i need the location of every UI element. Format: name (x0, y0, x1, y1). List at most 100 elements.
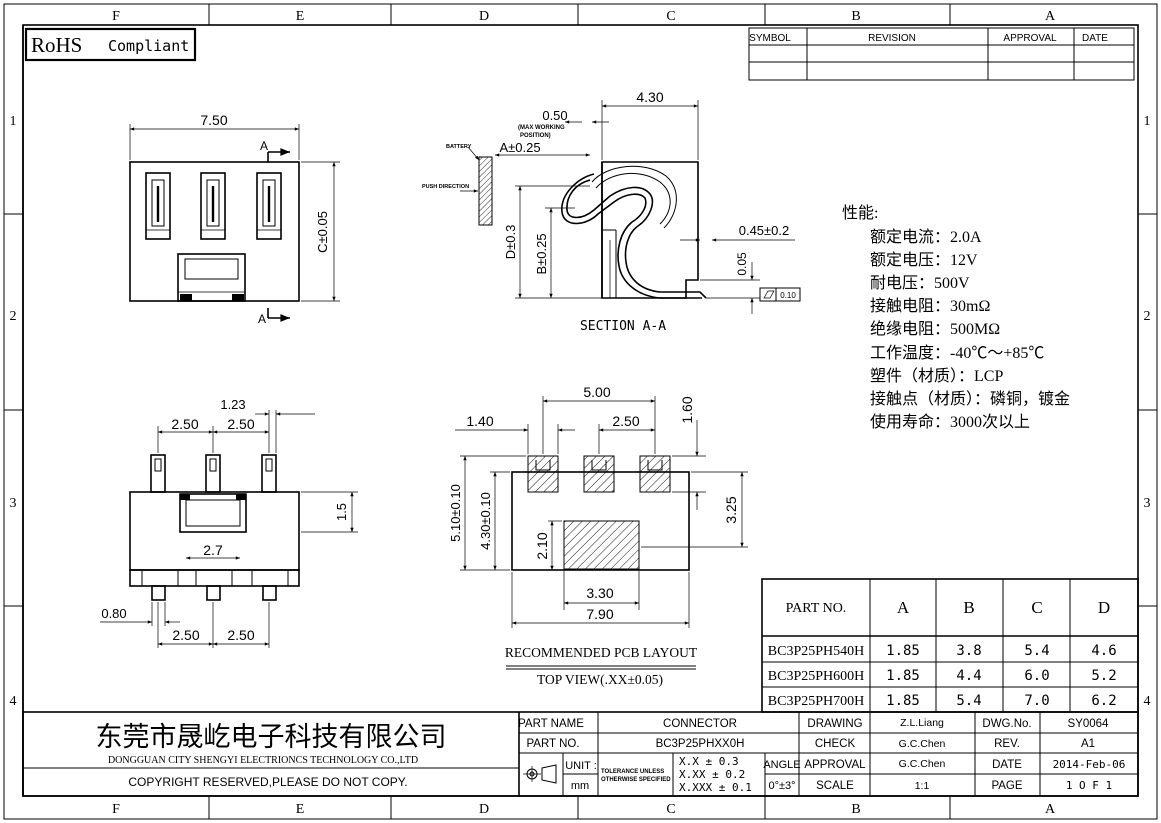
part-table-cell: 7.0 (1024, 693, 1049, 709)
zone-col-top: A (1045, 9, 1056, 24)
part-table-header: C (1031, 598, 1042, 617)
zone-col-bottom: C (666, 802, 675, 817)
approval-value: G.C.Chen (899, 758, 946, 770)
zone-row-left: 2 (10, 309, 17, 324)
part-name-value: CONNECTOR (663, 718, 737, 730)
date-label: DATE (992, 759, 1022, 771)
part-table-cell: BC3P25PH540H (768, 644, 864, 659)
specs-title: 性能: (842, 204, 878, 222)
zone-col-bottom: A (1045, 802, 1056, 817)
dim-045: 0.45±0.2 (739, 223, 790, 238)
rohs-badge: RoHS Compliant (24, 27, 197, 62)
zone-row-left: 1 (10, 114, 17, 129)
pcb-dim-140: 1.40 (466, 413, 493, 429)
dim-27: 2.7 (203, 542, 223, 558)
pcb-dim-325: 3.25 (723, 496, 739, 523)
zone-col-bottom: D (479, 802, 489, 817)
spec-line: 额定电流：2.0A (870, 228, 982, 246)
part-table-cell: 4.6 (1091, 643, 1116, 659)
part-table-cell: BC3P25PH600H (768, 669, 864, 684)
rev-label: REV. (994, 738, 1020, 750)
contact-slot (145, 172, 171, 240)
specs-block: 性能: 额定电流：2.0A 额定电压：12V 耐电压：500V 接触电阻：30m… (842, 204, 1070, 431)
spec-line: 接触电阻：30mΩ (870, 297, 990, 315)
spec-line: 耐电压：500V (870, 274, 970, 292)
dim-b: B±0.25 (534, 233, 549, 274)
part-table-cell: 1.85 (886, 693, 920, 709)
part-table: PART NO. A B C D BC3P25PH540H 1.85 3.8 5… (761, 578, 1139, 713)
zone-row-right: 3 (1144, 496, 1151, 511)
pcb-dim-500: 5.00 (583, 384, 610, 400)
zone-col-top: E (296, 9, 305, 24)
flatness-value: 0.10 (780, 291, 796, 300)
battery-label: BATTERY (446, 144, 472, 150)
zone-col-bottom: E (296, 802, 305, 817)
check-label: CHECK (815, 738, 856, 750)
rev-revision-header: REVISION (868, 33, 916, 44)
part-table-cell: 5.2 (1091, 668, 1116, 684)
spec-line: 额定电压：12V (870, 251, 978, 269)
rev-symbol-header: SYMBOL (749, 33, 791, 44)
part-table-header: D (1098, 598, 1110, 617)
part-table-header: A (897, 598, 910, 617)
top-pin (261, 454, 277, 493)
unit-label: UNIT : (565, 760, 597, 772)
tol-xx: X.XX ± 0.2 (679, 768, 745, 781)
part-table-cell: 4.4 (956, 668, 981, 684)
zone-col-bottom: F (112, 802, 120, 817)
drawing-value: Z.L.Liang (900, 717, 944, 729)
pcb-dim-510: 5.10±0.10 (448, 484, 463, 542)
part-table-cell: 1.85 (886, 668, 920, 684)
dim-250-top-b: 2.50 (227, 416, 254, 432)
part-table-cell: BC3P25PH700H (768, 694, 864, 709)
contact-slot (200, 172, 226, 240)
part-no-value: BC3P25PHXX0H (656, 738, 745, 750)
section-marker-bottom: A (258, 312, 266, 326)
side-view: 2.50 2.50 1.23 1.5 2.7 0.80 2.50 2.50 (100, 397, 358, 648)
max-working-label: (MAX WORKING (518, 125, 565, 131)
rohs-compliant: Compliant (108, 37, 189, 55)
dim-250-top-a: 2.50 (171, 416, 198, 432)
zone-row-left: 3 (10, 496, 17, 511)
dim-a: A±0.25 (499, 140, 540, 155)
part-table-cell: 1.85 (886, 643, 920, 659)
pcb-dim-330: 3.30 (586, 585, 613, 601)
angle-value: 0°±3° (768, 780, 795, 792)
check-value: G.C.Chen (899, 738, 946, 750)
tol-xxx: X.XXX ± 0.1 (679, 781, 752, 794)
dwg-label: DWG.No. (982, 718, 1031, 730)
copyright: COPYRIGHT RESERVED,PLEASE DO NOT COPY. (128, 775, 407, 789)
part-no-label: PART NO. (526, 738, 579, 750)
angle-label: ANGLE (763, 759, 800, 771)
part-table-header: B (963, 598, 974, 617)
pcb-dim-430: 4.30±0.10 (478, 492, 493, 550)
dim-250-bottom-a: 2.50 (172, 627, 199, 643)
dim-height-c: C±0.05 (315, 211, 330, 253)
zone-row-right: 4 (1144, 694, 1151, 709)
rev-approval-header: APPROVAL (1003, 33, 1057, 44)
part-table-header: PART NO. (786, 601, 847, 616)
dim-080: 0.80 (101, 606, 126, 621)
dim-width-750: 7.50 (200, 112, 227, 128)
dim-050: 0.50 (542, 108, 567, 123)
zone-row-right: 1 (1144, 114, 1151, 129)
dim-250-bottom-b: 2.50 (227, 627, 254, 643)
rev-value: A1 (1081, 738, 1095, 750)
date-value: 2014-Feb-06 (1053, 758, 1126, 771)
part-table-cell: 5.4 (956, 693, 981, 709)
bottom-pin (151, 585, 166, 601)
zone-col-top: D (479, 9, 489, 24)
rohs-mark: RoHS (31, 33, 82, 57)
spec-line: 接触点（材质）：磷铜，镀金 (870, 390, 1070, 408)
unit-value: mm (571, 780, 589, 792)
pcb-dim-160: 1.60 (679, 396, 695, 423)
drawing-label: DRAWING (807, 718, 862, 730)
dim-15: 1.5 (334, 503, 349, 521)
title-block: 东莞市晟屹电子科技有限公司 DONGGUAN CITY SHENGYI ELEC… (22, 711, 1139, 797)
scale-label: SCALE (816, 780, 854, 792)
part-table-cell: 6.2 (1091, 693, 1116, 709)
zone-col-top: B (851, 9, 860, 24)
pcb-dim-210: 2.10 (534, 532, 550, 559)
